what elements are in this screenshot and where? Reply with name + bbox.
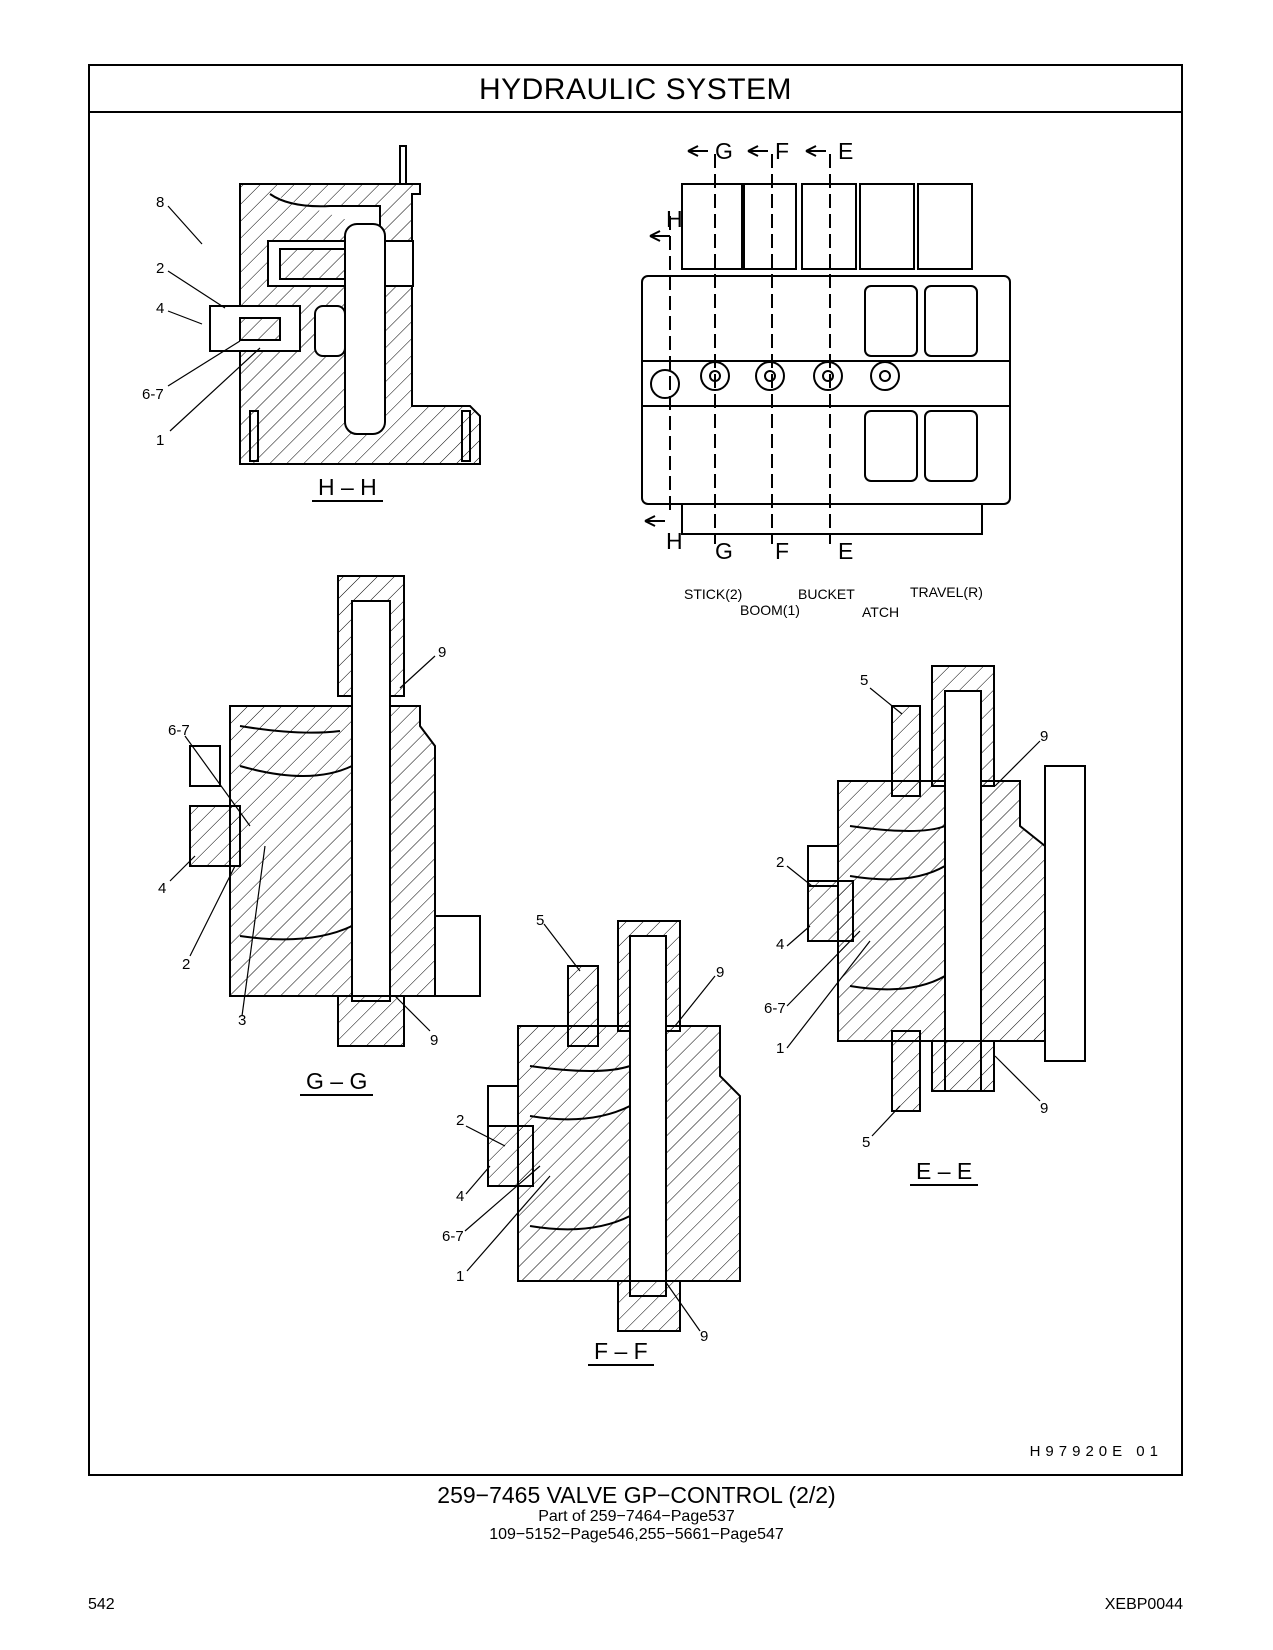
figure-caption: 259−7465 VALVE GP−CONTROL (2/2) Part of … xyxy=(0,1482,1273,1544)
valve-top-view xyxy=(641,145,1011,544)
valve-label-bucket: BUCKET xyxy=(798,586,855,602)
callout-hh-2: 2 xyxy=(156,260,165,277)
callout-hh-4: 4 xyxy=(156,300,165,317)
hydraulic-drawing xyxy=(167,145,1086,1332)
valve-label-boom: BOOM(1) xyxy=(740,602,800,618)
document-code: XEBP0044 xyxy=(1104,1596,1183,1613)
section-gg-drawing xyxy=(189,575,481,1047)
cut-label-g-top: G xyxy=(715,138,733,164)
cut-label-e-top: E xyxy=(838,138,854,164)
cut-label-f-bottom: F xyxy=(775,538,790,564)
cut-label-g-bottom: G xyxy=(715,538,733,564)
valve-label-atch: ATCH xyxy=(862,604,900,620)
callout-ee-1: 1 xyxy=(776,1040,785,1057)
cut-label-f-top: F xyxy=(775,138,790,164)
callout-ee-5-top: 5 xyxy=(860,672,869,689)
caption-title: 259−7465 VALVE GP−CONTROL (2/2) xyxy=(437,1482,836,1508)
callout-gg-2: 2 xyxy=(182,956,191,973)
section-hh-drawing xyxy=(209,145,481,465)
section-title-gg: G – G xyxy=(300,1068,374,1096)
callout-hh-1: 1 xyxy=(156,432,165,449)
page-number: 542 xyxy=(88,1596,115,1613)
callout-ff-6-7: 6-7 xyxy=(442,1228,464,1245)
callout-hh-8: 8 xyxy=(156,194,165,211)
section-title-ee: E – E xyxy=(910,1158,979,1186)
callout-hh-6-7: 6-7 xyxy=(142,386,164,403)
section-title-ff: F – F xyxy=(588,1338,654,1366)
drawing-id: H97920E 01 xyxy=(1029,1443,1163,1460)
section-ee-drawing xyxy=(807,665,1086,1112)
callout-ff-5: 5 xyxy=(536,912,545,929)
cut-label-h-top: H xyxy=(666,206,683,232)
callout-ee-2: 2 xyxy=(776,854,785,871)
callout-ff-1: 1 xyxy=(456,1268,465,1285)
callout-ee-9-top: 9 xyxy=(1040,728,1049,745)
section-ff-drawing xyxy=(487,920,741,1332)
callout-leaders xyxy=(167,205,1041,1332)
cut-label-e-bottom: E xyxy=(838,538,854,564)
callout-gg-6-7: 6-7 xyxy=(168,722,190,739)
page-title: HYDRAULIC SYSTEM xyxy=(90,66,1181,113)
cut-label-h-bottom: H xyxy=(666,528,683,554)
callout-ee-6-7: 6-7 xyxy=(764,1000,786,1017)
callout-ee-4: 4 xyxy=(776,936,785,953)
callout-gg-9-bottom: 9 xyxy=(430,1032,439,1049)
callout-ee-5-bottom: 5 xyxy=(862,1134,871,1151)
callout-ff-4: 4 xyxy=(456,1188,465,1205)
caption-line-2: 109−5152−Page546,255−5661−Page547 xyxy=(489,1526,784,1543)
drawing-frame: HYDRAULIC SYSTEM xyxy=(88,64,1183,1476)
callout-gg-4: 4 xyxy=(158,880,167,897)
callout-gg-3: 3 xyxy=(238,1012,247,1029)
callout-ff-9-top: 9 xyxy=(716,964,725,981)
callout-ee-9-bottom: 9 xyxy=(1040,1100,1049,1117)
callout-ff-9-bottom: 9 xyxy=(700,1328,709,1345)
valve-label-stick: STICK(2) xyxy=(684,586,743,602)
section-title-hh: H – H xyxy=(312,474,383,502)
callout-gg-9-top: 9 xyxy=(438,644,447,661)
callout-ff-2: 2 xyxy=(456,1112,465,1129)
valve-label-travel: TRAVEL(R) xyxy=(910,584,983,600)
caption-line-1: Part of 259−7464−Page537 xyxy=(538,1508,735,1525)
